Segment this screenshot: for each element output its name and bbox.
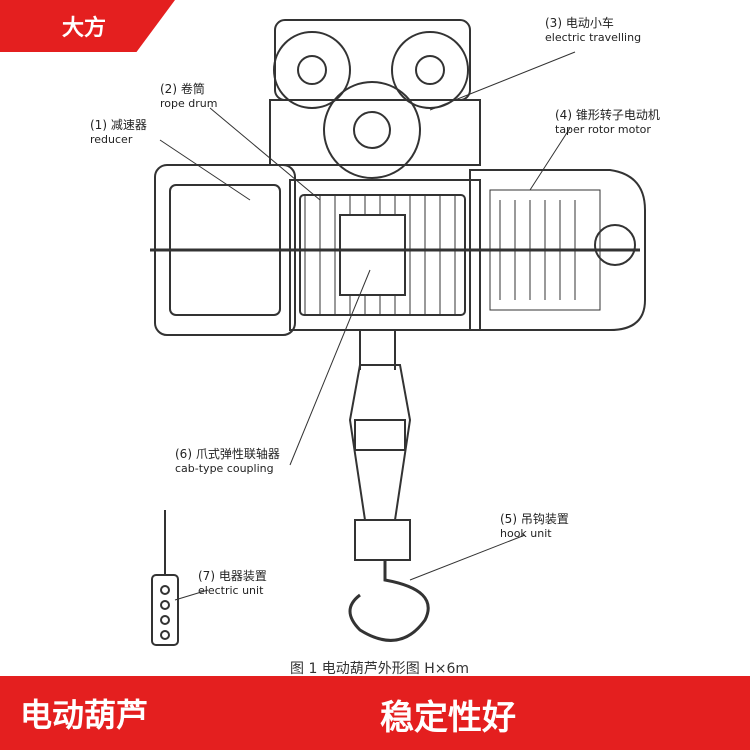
label-electric-unit-cn: (7) 电器装置 — [198, 569, 267, 583]
footer-product-text: 电动葫芦 — [20, 696, 149, 734]
label-electric-unit: (7) 电器装置 electric unit — [198, 567, 267, 597]
label-hook-unit-cn: (5) 吊钩装置 — [500, 512, 569, 526]
leader-lines — [159, 51, 576, 601]
label-rope-drum-cn: (2) 卷筒 — [160, 82, 205, 96]
label-reducer: (1) 减速器 reducer — [90, 116, 147, 146]
hook-unit — [348, 330, 430, 642]
footer-product: 电动葫芦 — [0, 676, 200, 750]
label-rope-drum-en: rope drum — [160, 97, 218, 110]
label-taper-motor-cn: (4) 锥形转子电动机 — [555, 108, 660, 122]
label-taper-motor: (4) 锥形转子电动机 taper rotor motor — [555, 106, 660, 136]
label-rope-drum: (2) 卷筒 rope drum — [160, 80, 217, 110]
label-hook-unit-en: hook unit — [500, 527, 552, 540]
label-electric-travelling: (3) 电动小车 electric travelling — [545, 14, 641, 44]
label-reducer-cn: (1) 减速器 — [90, 118, 147, 132]
label-coupling: (6) 爪式弹性联轴器 cab-type coupling — [175, 445, 280, 475]
footer-slogan: 稳定性好 — [380, 698, 516, 738]
label-coupling-en: cab-type coupling — [175, 462, 274, 475]
trolley-wheels — [269, 19, 481, 179]
label-hook-unit: (5) 吊钩装置 hook unit — [500, 510, 569, 540]
hoist-body — [150, 164, 646, 336]
label-reducer-en: reducer — [90, 133, 133, 146]
pendant-control — [151, 510, 179, 646]
label-taper-motor-en: taper rotor motor — [555, 123, 651, 136]
label-electric-travelling-cn: (3) 电动小车 — [545, 16, 614, 30]
label-electric-travelling-en: electric travelling — [545, 31, 642, 44]
label-coupling-cn: (6) 爪式弹性联轴器 — [175, 447, 280, 461]
label-electric-unit-en: electric unit — [198, 584, 264, 597]
brand-badge-text: 大方 — [62, 16, 107, 41]
figure-caption: 图 1 电动葫芦外形图 H×6m — [290, 661, 470, 677]
